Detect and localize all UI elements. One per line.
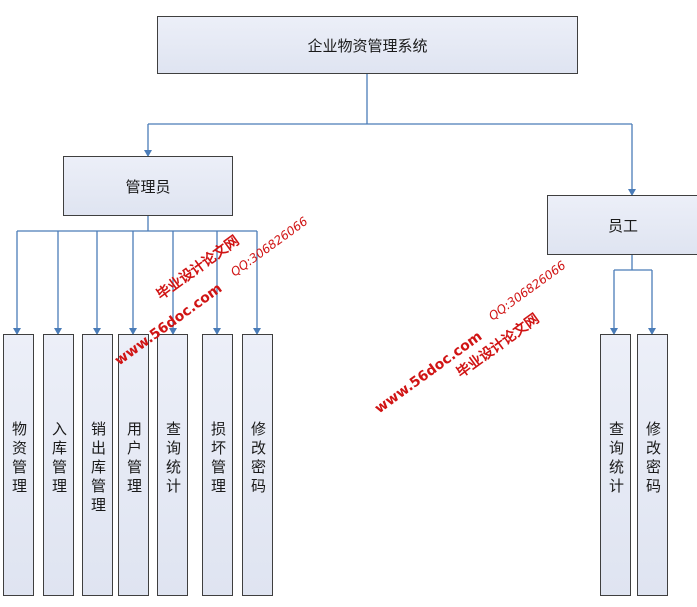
staff-node: 员工 [547,195,697,255]
module-label: 销出库管理 [89,421,107,516]
root-title: 企业物资管理系统 [307,36,428,55]
admin-module-stock-in: 入库管理 [43,334,74,596]
module-label: 查询统计 [607,421,625,497]
module-label: 物资管理 [10,421,28,497]
root-node: 企业物资管理系统 [157,16,578,74]
admin-module-users: 用户管理 [118,334,149,596]
module-label: 修改密码 [249,421,267,497]
admin-module-query-stats: 查询统计 [157,334,188,596]
admin-title: 管理员 [125,177,171,196]
admin-module-change-password: 修改密码 [242,334,273,596]
staff-module-query-stats: 查询统计 [600,334,631,596]
module-label: 用户管理 [125,421,143,497]
admin-module-inventory: 物资管理 [3,334,34,596]
module-label: 入库管理 [50,421,68,497]
staff-module-change-password: 修改密码 [637,334,668,596]
module-label: 修改密码 [644,421,662,497]
admin-module-stock-out: 销出库管理 [82,334,113,596]
module-label: 查询统计 [164,421,182,497]
module-label: 损坏管理 [209,421,227,497]
admin-module-damage: 损坏管理 [202,334,233,596]
admin-node: 管理员 [63,156,233,216]
staff-title: 员工 [607,216,638,235]
